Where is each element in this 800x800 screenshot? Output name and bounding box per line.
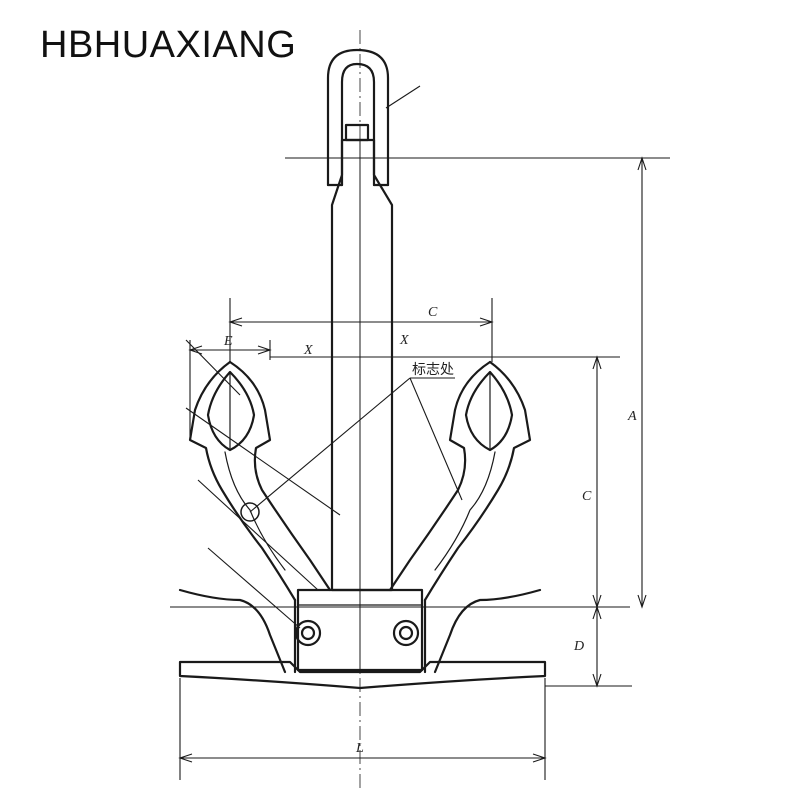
label-c-top: C <box>428 305 438 320</box>
label-a: A <box>627 409 637 424</box>
dimension-a <box>285 156 670 609</box>
label-e: E <box>223 334 233 349</box>
mark-label: 标志处 <box>412 362 454 378</box>
left-arm <box>178 360 332 674</box>
crown <box>294 588 424 672</box>
label-d: D <box>573 639 584 654</box>
right-arm <box>388 360 542 674</box>
dimension-c-side <box>495 355 620 609</box>
base-plate <box>178 660 547 690</box>
brand-watermark: HBHUAXIANG <box>40 24 297 66</box>
dimension-l <box>178 678 547 780</box>
label-l: L <box>355 741 364 756</box>
leader-lines <box>185 30 463 790</box>
label-x-right: X <box>399 333 409 348</box>
label-x-left: X <box>303 343 313 358</box>
dimension-d <box>170 605 632 688</box>
shackle <box>326 48 390 187</box>
label-c-side: C <box>582 489 592 504</box>
dimension-c-top <box>228 298 494 362</box>
